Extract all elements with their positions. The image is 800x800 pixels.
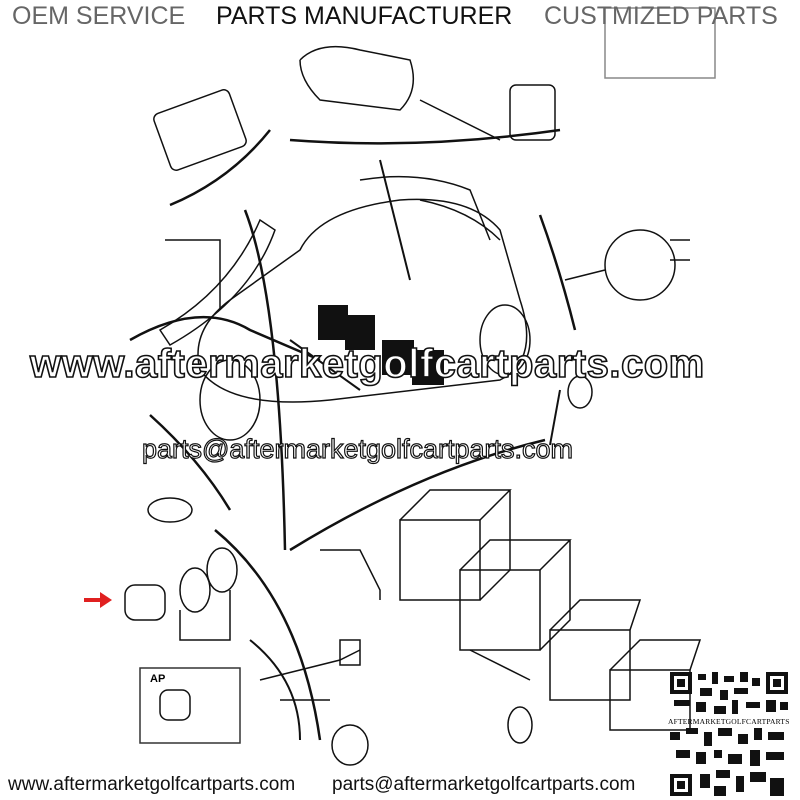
sensor [147, 497, 193, 523]
switch-bezel [206, 547, 238, 593]
qr-code-top [670, 672, 788, 714]
header-customized-parts: CUSTMIZED PARTS [544, 2, 778, 30]
watermark-website: www.aftermarketgolfcartparts.com [29, 341, 705, 387]
cart-batteries [318, 305, 444, 385]
key-switch [124, 584, 166, 621]
leader-line [289, 128, 561, 145]
leader-line [149, 414, 232, 511]
solenoid [509, 84, 556, 141]
cart-body [197, 198, 528, 403]
watermark-email: parts@aftermarketgolfcartparts.com [141, 433, 574, 464]
footer-website: www.aftermarketgolfcartparts.com [8, 774, 296, 795]
inset-label: AP [150, 673, 166, 685]
connector [339, 639, 361, 666]
wire-harness [299, 45, 501, 141]
cart-wheel [479, 304, 531, 376]
switch-wires [564, 239, 690, 281]
bracket-line [179, 590, 231, 641]
cart-seat [359, 175, 501, 241]
ap-inset-box [139, 667, 241, 744]
bracket-part [567, 375, 593, 409]
leader-line [289, 339, 361, 391]
inset-box [604, 7, 716, 79]
cart-wheel [199, 359, 261, 441]
header-oem-service: OEM SERVICE [12, 2, 186, 30]
charger-receptacle [153, 89, 247, 171]
body-panel [158, 218, 276, 346]
bracket-line [165, 239, 221, 310]
footer-email: parts@aftermarketgolfcartparts.com [332, 774, 636, 795]
header-parts-manufacturer: PARTS MANUFACTURER [216, 2, 513, 30]
leader-line [243, 209, 287, 551]
ap-key-switch [159, 689, 191, 721]
clip [507, 706, 533, 744]
forward-reverse-switch [604, 229, 676, 301]
battery-pack [399, 489, 702, 731]
leader-line [129, 315, 321, 362]
leader-line [249, 639, 301, 741]
leader-line [289, 438, 546, 552]
qr-code-bottom [670, 728, 784, 796]
qr-caption: AFTERMARKETGOLFCARTPARTS [668, 717, 790, 726]
leader-line [214, 529, 322, 741]
highlight-arrow-icon [84, 592, 112, 608]
leader-line [538, 214, 577, 331]
battery-cable [469, 649, 531, 681]
leader-line [549, 389, 561, 446]
leader-line [379, 159, 411, 281]
switch-nut [179, 567, 211, 613]
horn [331, 724, 369, 766]
battery-cable [320, 549, 381, 600]
leader-line [169, 129, 271, 207]
